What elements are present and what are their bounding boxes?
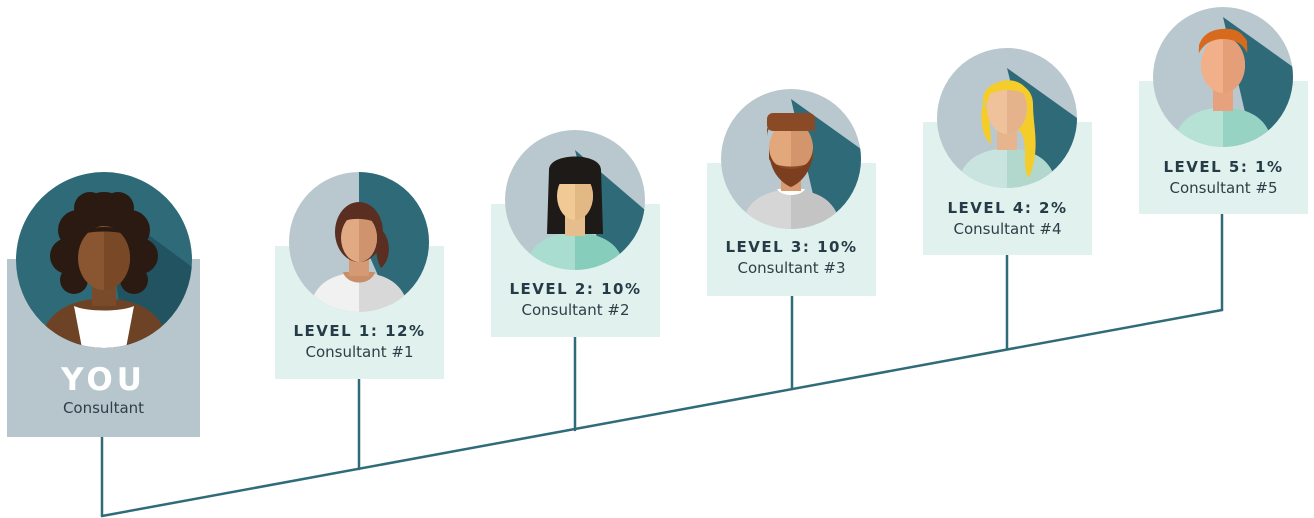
- level-1-label: LEVEL 1: 12%: [293, 322, 426, 340]
- level-2-avatar: [505, 130, 645, 270]
- level-4-avatar: [937, 48, 1077, 188]
- level-5-label: LEVEL 5: 1%: [1163, 158, 1284, 176]
- baseline-connector: [100, 308, 1224, 518]
- level-1-name: Consultant #1: [305, 343, 414, 361]
- level-5-name: Consultant #5: [1169, 179, 1278, 197]
- level-2-name: Consultant #2: [521, 301, 630, 319]
- level-1-avatar: [289, 172, 429, 312]
- level-3-label: LEVEL 3: 10%: [725, 238, 858, 256]
- you-title: YOU: [61, 362, 146, 398]
- level-4-name: Consultant #4: [953, 220, 1062, 238]
- level-4-label: LEVEL 4: 2%: [947, 199, 1068, 217]
- level-2-label: LEVEL 2: 10%: [509, 280, 642, 298]
- level-5-avatar: [1153, 7, 1293, 147]
- you-role: Consultant: [62, 399, 145, 417]
- level-3-name: Consultant #3: [737, 259, 846, 277]
- you-avatar: [16, 172, 192, 348]
- level-3-avatar: [721, 89, 861, 229]
